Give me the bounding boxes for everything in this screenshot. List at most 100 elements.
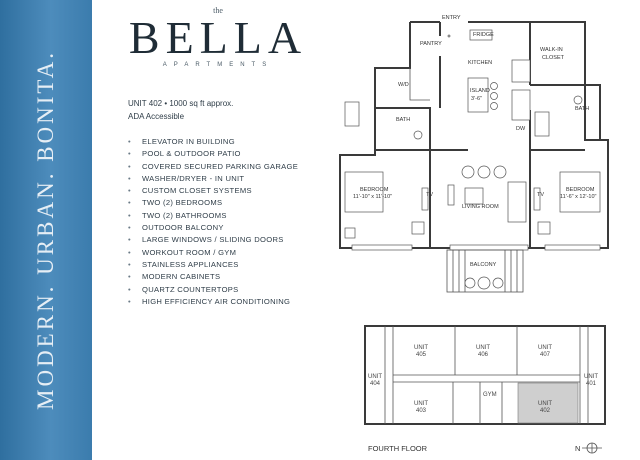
unit-info: UNIT 402 • 1000 sq ft approx. ADA Access… — [128, 97, 233, 123]
sliding-door — [449, 244, 529, 251]
kitchen-island — [467, 77, 489, 113]
balcony — [446, 249, 524, 293]
label-island-size: 3'-6" — [471, 96, 482, 102]
logo-subtitle: APARTMENTS — [162, 62, 274, 68]
label-bedroom-left: BEDROOM — [360, 187, 389, 193]
feature-item: •TWO (2) BEDROOMS — [128, 198, 223, 208]
toilet-left — [413, 130, 423, 140]
label-wd: W/D — [398, 82, 409, 88]
tv-console-right — [533, 187, 541, 211]
toilet-right — [573, 95, 583, 105]
feature-item: •QUARTZ COUNTERTOPS — [128, 284, 239, 294]
corridor-walls — [384, 326, 589, 424]
feature-list: •ELEVATOR IN BUILDING •POOL & OUTDOOR PA… — [128, 136, 298, 308]
balcony-table — [477, 276, 491, 290]
dining-chair — [461, 165, 475, 179]
unit-407-number: 407 — [540, 352, 551, 358]
window — [351, 244, 413, 251]
logo-the: the — [213, 6, 223, 15]
unit-407-word: UNIT — [538, 345, 552, 351]
label-balcony: BALCONY — [470, 262, 497, 268]
sofa — [507, 181, 527, 223]
feature-item: •POOL & OUTDOOR PATIO — [128, 149, 241, 159]
logo-name: BELLA — [128, 12, 308, 63]
balcony-railing — [452, 250, 518, 292]
label-pantry: PANTRY — [420, 41, 442, 47]
label-bath-right: BATH — [575, 106, 589, 112]
label-bedroom-left-size: 11'-10" x 11'-10" — [353, 194, 392, 200]
label-tv-right: TV — [537, 192, 544, 198]
balcony-chair — [464, 277, 476, 289]
exterior-wall — [339, 21, 609, 249]
unit-406-word: UNIT — [476, 345, 490, 351]
window — [544, 244, 601, 251]
armchair-right — [537, 221, 551, 235]
unit-402-number: 402 — [540, 408, 551, 414]
tv-console-left — [421, 187, 429, 211]
feature-item: •STAINLESS APPLIANCES — [128, 259, 239, 269]
unit-404-word: UNIT — [368, 374, 382, 380]
unit-403-number: 403 — [416, 408, 427, 414]
unit-dividers — [452, 326, 518, 424]
shower-right — [534, 111, 550, 137]
dining-chair — [493, 165, 507, 179]
shower-left — [344, 101, 360, 127]
label-bath-left: BATH — [396, 117, 410, 123]
bath-left-wall — [375, 107, 468, 151]
unit-402-highlight — [517, 382, 579, 424]
dining-chair — [477, 165, 491, 179]
label-bedroom-right: BEDROOM — [566, 187, 595, 193]
label-living-room: LIVING ROOM — [462, 204, 499, 210]
range — [511, 59, 531, 83]
accessibility-line: ADA Accessible — [128, 112, 185, 121]
label-island: ISLAND — [470, 88, 490, 94]
door-knob — [447, 34, 451, 38]
feature-item: •COVERED SECURED PARKING GARAGE — [128, 161, 299, 171]
gym-label: GYM — [483, 392, 497, 398]
north-label: N — [575, 444, 580, 453]
label-kitchen: KITCHEN — [468, 60, 492, 66]
unit-406-number: 406 — [478, 352, 489, 358]
stool — [490, 82, 498, 90]
label-fridge: FRIDGE — [473, 32, 494, 38]
bed-right — [559, 171, 601, 213]
building-outline — [364, 325, 606, 425]
feature-item: •ELEVATOR IN BUILDING — [128, 137, 235, 146]
unit-402-word: UNIT — [538, 401, 552, 407]
feature-item: •CUSTOM CLOSET SYSTEMS — [128, 186, 252, 196]
stool — [490, 102, 498, 110]
label-tv-left: TV — [426, 192, 433, 198]
bath-right-wall — [584, 85, 608, 141]
unit-403-word: UNIT — [414, 401, 428, 407]
coffee-table — [464, 187, 484, 205]
floor-label: FOURTH FLOOR — [368, 444, 428, 453]
sidebar-band: MODERN. URBAN. BONITA. — [0, 0, 92, 460]
fridge — [469, 29, 493, 41]
stool — [490, 92, 498, 100]
unit-401-number: 401 — [586, 381, 597, 387]
feature-item: •LARGE WINDOWS / SLIDING DOORS — [128, 235, 284, 245]
bed-left — [344, 171, 384, 213]
armchair-left — [411, 221, 425, 235]
feature-item: •TWO (2) BATHROOMS — [128, 210, 227, 220]
balcony-chair — [492, 277, 504, 289]
key-plan: UNIT 405 UNIT 406 UNIT 407 UNIT 404 UNIT… — [364, 325, 606, 454]
label-walkin: WALK-IN — [540, 47, 563, 53]
label-entry: ENTRY — [442, 15, 461, 21]
closet-left-wall — [409, 68, 430, 101]
feature-item: •MODERN CABINETS — [128, 272, 221, 282]
chair-left — [344, 227, 356, 239]
unit-401-word: UNIT — [584, 374, 598, 380]
feature-item: •WASHER/DRYER - IN UNIT — [128, 173, 245, 183]
feature-item: •HIGH EFFICIENCY AIR CONDITIONING — [128, 296, 291, 306]
north-arrow-crosshair — [582, 443, 602, 453]
feature-item: •WORKOUT ROOM / GYM — [128, 247, 237, 257]
label-closet: CLOSET — [542, 55, 565, 61]
unit-floorplan: ENTRY PANTRY FRIDGE KITCHEN ISLAND 3'-6"… — [339, 15, 609, 293]
tv-console — [447, 184, 455, 206]
label-bedroom-right-size: 11'-6" x 12'-10" — [560, 194, 597, 200]
unit-405-word: UNIT — [414, 345, 428, 351]
label-dw: DW — [516, 126, 526, 132]
unit-404-number: 404 — [370, 381, 381, 387]
